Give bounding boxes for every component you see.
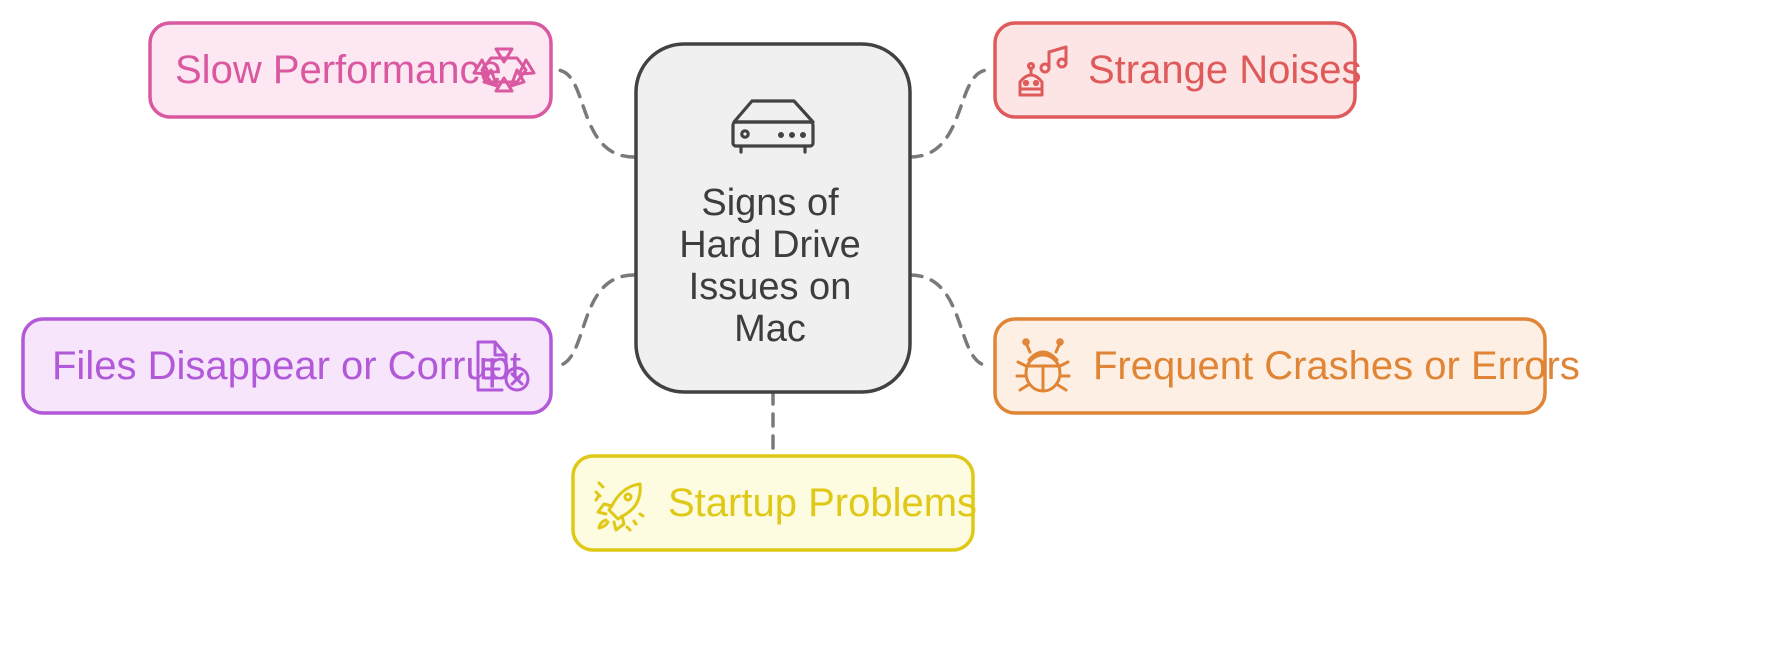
connector-slow-performance [553, 68, 636, 159]
startup-problems-box [571, 454, 975, 552]
center-title-line-3: Issues on [689, 266, 852, 308]
strange-noises-box [993, 21, 1357, 119]
files-disappear-label: Files Disappear or Corrupt [52, 344, 521, 388]
hexagon-nodes-icon [472, 47, 536, 93]
frequent-crashes-box [993, 317, 1547, 415]
center-node-box [634, 42, 912, 394]
frequent-crashes-label: Frequent Crashes or Errors [1093, 344, 1580, 388]
node-strange-noises[interactable]: Strange Noises [993, 21, 1361, 119]
slow-performance-box [148, 21, 553, 119]
robot-music-icon [1018, 45, 1068, 97]
center-title-line-4: Mac [734, 308, 806, 350]
slow-performance-label: Slow Performance [175, 48, 502, 92]
connector-files-disappear [553, 273, 636, 368]
node-startup-problems[interactable]: Startup Problems [571, 454, 977, 552]
startup-problems-label: Startup Problems [668, 481, 977, 525]
bug-icon [1015, 338, 1071, 393]
node-frequent-crashes[interactable]: Frequent Crashes or Errors [993, 317, 1580, 415]
files-disappear-box [21, 317, 553, 415]
strange-noises-label: Strange Noises [1088, 48, 1361, 92]
center-node[interactable]: Signs of Hard Drive Issues on Mac [634, 42, 912, 394]
connectors [553, 68, 992, 454]
connector-strange-noises [908, 68, 992, 159]
center-title-line-1: Signs of [701, 182, 839, 224]
hard-drive-icon [731, 99, 815, 154]
center-title-line-2: Hard Drive [679, 224, 861, 266]
connector-frequent-crashes [908, 273, 992, 368]
node-files-disappear[interactable]: Files Disappear or Corrupt [21, 317, 553, 415]
document-error-icon [476, 340, 530, 392]
rocket-icon [594, 481, 645, 532]
node-slow-performance[interactable]: Slow Performance [148, 21, 553, 119]
